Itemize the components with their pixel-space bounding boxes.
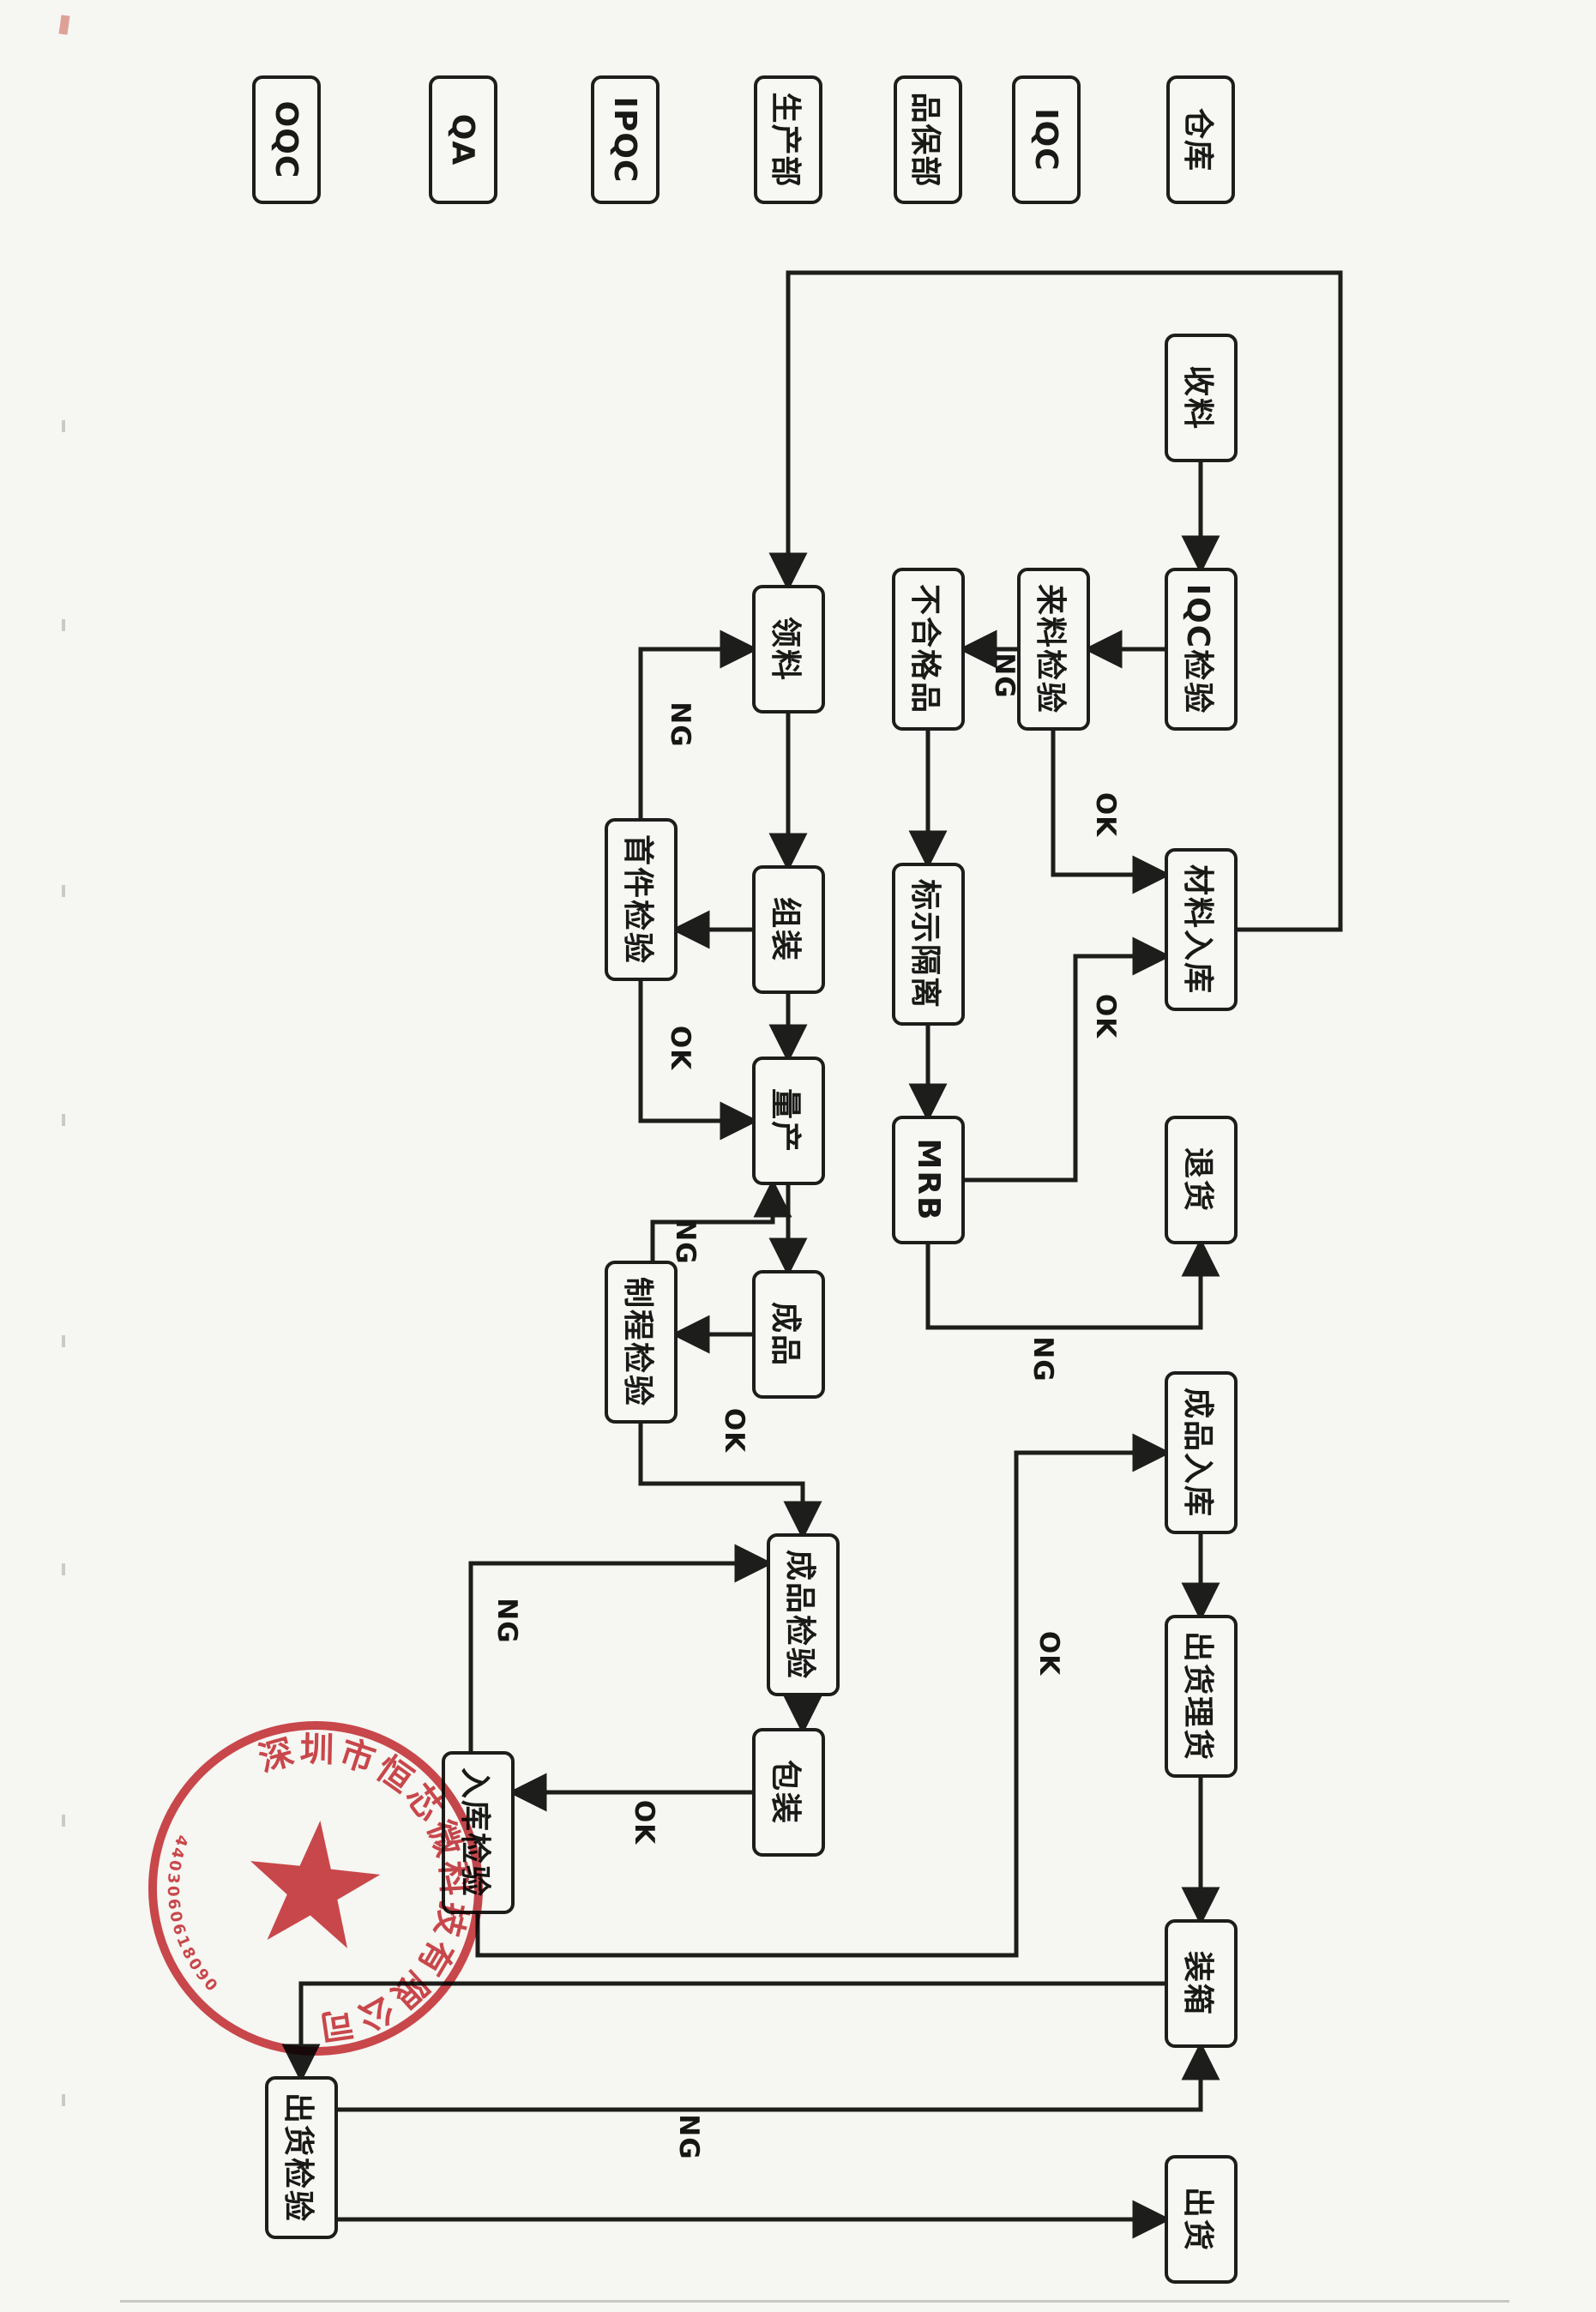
edge-label-ok-packing-to-warehousing-inspection: OK (629, 1799, 659, 1845)
lane-iqc: IQC (1012, 75, 1081, 204)
lane-ipqc: IPQC (591, 75, 659, 204)
edge-label-ng-warehousing-inspection-to-final-inspection: NG (491, 1598, 522, 1644)
node-packing: 包装 (752, 1728, 825, 1857)
node-return-goods: 退货 (1165, 1116, 1238, 1244)
node-shipment: 出货 (1165, 2155, 1238, 2284)
edge-label-ng-mrb-to-return: NG (1027, 1336, 1058, 1382)
edge-label-ng-process-to-mass-production: NG (670, 1219, 701, 1265)
edge-label-ng-incoming-to-nonconforming: NG (989, 653, 1020, 699)
node-finished-product: 成品 (752, 1270, 825, 1399)
seal-star-icon (250, 1821, 381, 1948)
scan-edge-dash (62, 1815, 65, 1827)
lane-oqc: OQC (252, 75, 321, 204)
node-mark-quarantine: 标示隔离 (892, 863, 965, 1026)
node-material-warehousing: 材料入库 (1165, 848, 1238, 1011)
node-process-inspection: 制程检验 (605, 1261, 678, 1424)
node-iqc-inspection: IQC检验 (1165, 568, 1238, 731)
node-outgoing-inspection: 出货检验 (265, 2076, 338, 2239)
node-mrb: MRB (892, 1116, 965, 1244)
edge-label-ng-first-article-to-requisition: NG (665, 701, 696, 748)
node-incoming-inspection: 来料检验 (1017, 568, 1090, 731)
scan-edge-dash (62, 1335, 65, 1347)
scan-edge-dash (62, 420, 65, 432)
node-receive-material: 收料 (1165, 334, 1238, 462)
node-finished-goods-warehousing: 成品入库 (1165, 1371, 1238, 1534)
node-shipment-tally: 出货理货 (1165, 1615, 1238, 1778)
scan-bottom-line (120, 2300, 1509, 2303)
company-seal-stamp: 深圳市恒芯微科技有限公司 4403060618090 (148, 1708, 496, 2056)
svg-text:4403060618090: 4403060618090 (149, 1829, 224, 2002)
edge-label-ok-first-article-to-mass-production: OK (665, 1025, 696, 1071)
node-nonconforming-product: 不合格品 (892, 568, 965, 731)
edge-label-ok-mrb-to-warehousing: OK (1090, 993, 1121, 1039)
scan-edge-dash (62, 885, 65, 897)
lane-warehouse: 仓库 (1166, 75, 1235, 204)
edge-label-ok-process-to-final-inspection: OK (719, 1407, 750, 1454)
edge-label-ok-warehousing-inspection-to-finished-goods: OK (1033, 1630, 1064, 1677)
scan-edge-dash (62, 1563, 65, 1575)
lane-qa: QA (429, 75, 497, 204)
lane-quality-assurance-dept: 品保部 (894, 75, 962, 204)
node-boxing: 装箱 (1165, 1919, 1238, 2048)
scan-edge-dash (62, 619, 65, 631)
node-assembly: 组装 (752, 865, 825, 994)
edge-label-ng-outgoing-to-boxing: NG (673, 2114, 704, 2160)
node-material-requisition: 领料 (752, 585, 825, 713)
edge-label-ok-incoming-to-warehousing: OK (1090, 792, 1121, 838)
node-first-article-inspection: 首件检验 (605, 818, 678, 981)
node-mass-production: 量产 (752, 1057, 825, 1185)
seal-serial-number: 4403060618090 (149, 1829, 224, 2002)
scan-edge-dash (62, 1114, 65, 1126)
scan-edge-dash (62, 2094, 65, 2106)
node-finished-product-inspection: 成品检验 (767, 1533, 840, 1696)
lane-production-dept: 生产部 (754, 75, 822, 204)
